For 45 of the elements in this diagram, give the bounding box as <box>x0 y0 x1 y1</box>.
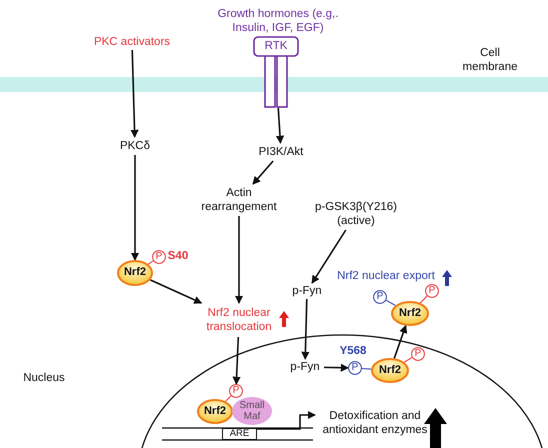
connector-line <box>148 260 154 265</box>
protein-ellipse: Nrf2 <box>117 260 153 286</box>
arrow <box>150 279 202 304</box>
pathway-label: p-Fyn <box>286 359 324 375</box>
connector-line <box>420 296 428 304</box>
phospho-circle: P <box>229 384 243 398</box>
pathway-label: PKCδ <box>113 137 157 155</box>
residue-label: S40 <box>166 249 190 263</box>
phospho-circle: P <box>152 250 166 264</box>
arrow <box>394 324 408 359</box>
pathway-label: Actin rearrangement <box>194 184 284 216</box>
arrow <box>276 108 284 144</box>
pathway-label: Detoxification and antioxidant enzymes <box>315 406 435 440</box>
phospho-circle: P <box>348 361 362 375</box>
pathway-label: PI3K/Akt <box>248 143 314 161</box>
arrow <box>130 50 139 138</box>
pathway-label: p-Fyn <box>288 283 326 299</box>
residue-label: Y568 <box>338 344 368 358</box>
phospho-circle: P <box>411 347 425 361</box>
arrow <box>301 298 310 360</box>
connector-line <box>224 395 232 402</box>
arrow <box>252 160 274 185</box>
phospho-circle: P <box>373 290 387 304</box>
connector-line <box>361 368 372 370</box>
protein-ellipse: Nrf2 <box>371 358 409 383</box>
arrow <box>235 216 243 304</box>
protein-ellipse: Nrf2 <box>391 301 429 326</box>
protein-ellipse: Small Maf <box>232 397 272 425</box>
process-label: Nrf2 nuclear export <box>336 268 436 284</box>
arrow <box>232 336 241 385</box>
connector-line <box>386 300 396 306</box>
arrow <box>311 230 346 284</box>
dna-element: ARE <box>222 428 257 440</box>
arrow <box>324 364 349 372</box>
connector-line <box>404 357 412 363</box>
compartment-label: Nucleus <box>22 370 66 386</box>
pathway-label: Nrf2 nuclear translocation <box>192 303 286 337</box>
protein-ellipse: Nrf2 <box>197 399 233 424</box>
pathway-label: PKC activators <box>86 34 178 50</box>
pathway-label: p-GSK3β(Y216) (active) <box>301 198 411 230</box>
stimulus-label: Growth hormones (e.g,. Insulin, IGF, EGF) <box>216 6 340 36</box>
phospho-circle: P <box>425 284 439 298</box>
compartment-label: Cell membrane <box>462 46 518 75</box>
arrow <box>257 411 316 430</box>
arrow <box>131 155 139 261</box>
